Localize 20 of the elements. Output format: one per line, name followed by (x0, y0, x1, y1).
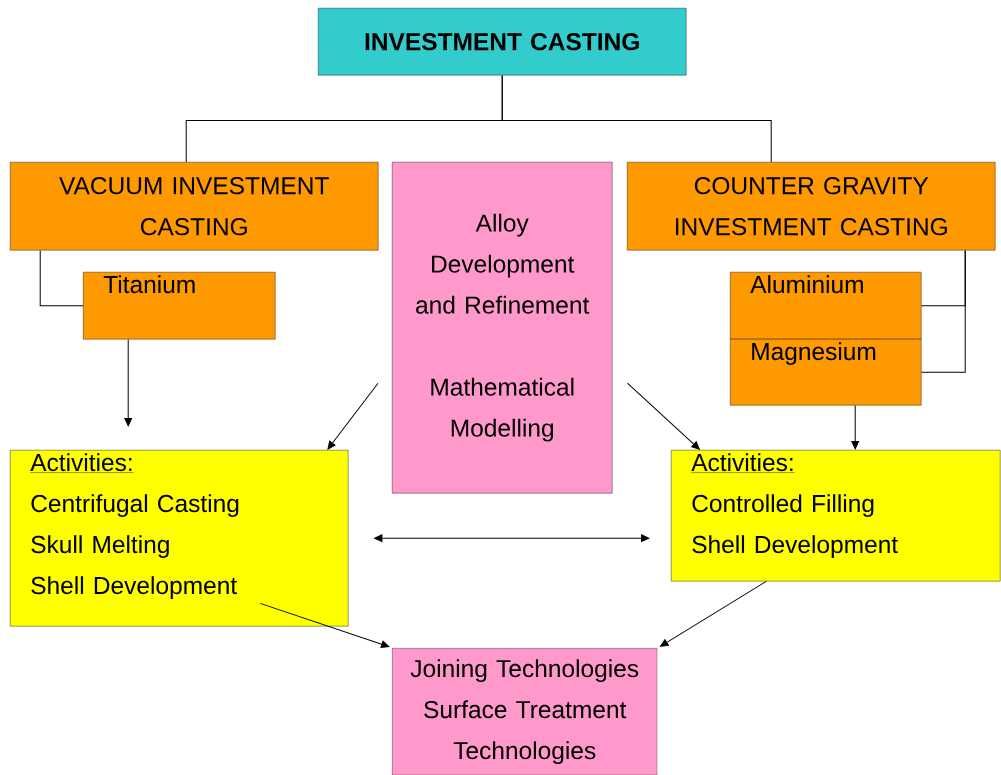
connector (920, 249, 966, 373)
activities-box: Activities: Centrifugal Casting Skull Melting Shell Development (10, 450, 349, 627)
connector (851, 404, 860, 450)
process-box: Joining Technologies Surface Treatment Technologies (392, 648, 658, 775)
connector (124, 338, 133, 427)
connector (659, 580, 767, 647)
material-box: Magnesium (730, 339, 922, 406)
process-box: COUNTER GRAVITY INVESTMENT CASTING (627, 162, 996, 251)
process-box: Alloy Development and Refinement Mathematical Modelling (392, 162, 613, 494)
connector (501, 74, 772, 163)
connector (626, 382, 700, 450)
activities-box: Activities: Controlled Filling Shell Development (671, 450, 1001, 582)
connector (327, 382, 379, 450)
material-box: Aluminium (730, 272, 922, 340)
connector (374, 534, 650, 543)
connector (39, 249, 84, 307)
connector (259, 602, 390, 648)
process-box: VACUUM INVESTMENT CASTING (10, 162, 379, 251)
title-box: INVESTMENT CASTING (318, 8, 687, 76)
material-box: Titanium (83, 272, 276, 340)
